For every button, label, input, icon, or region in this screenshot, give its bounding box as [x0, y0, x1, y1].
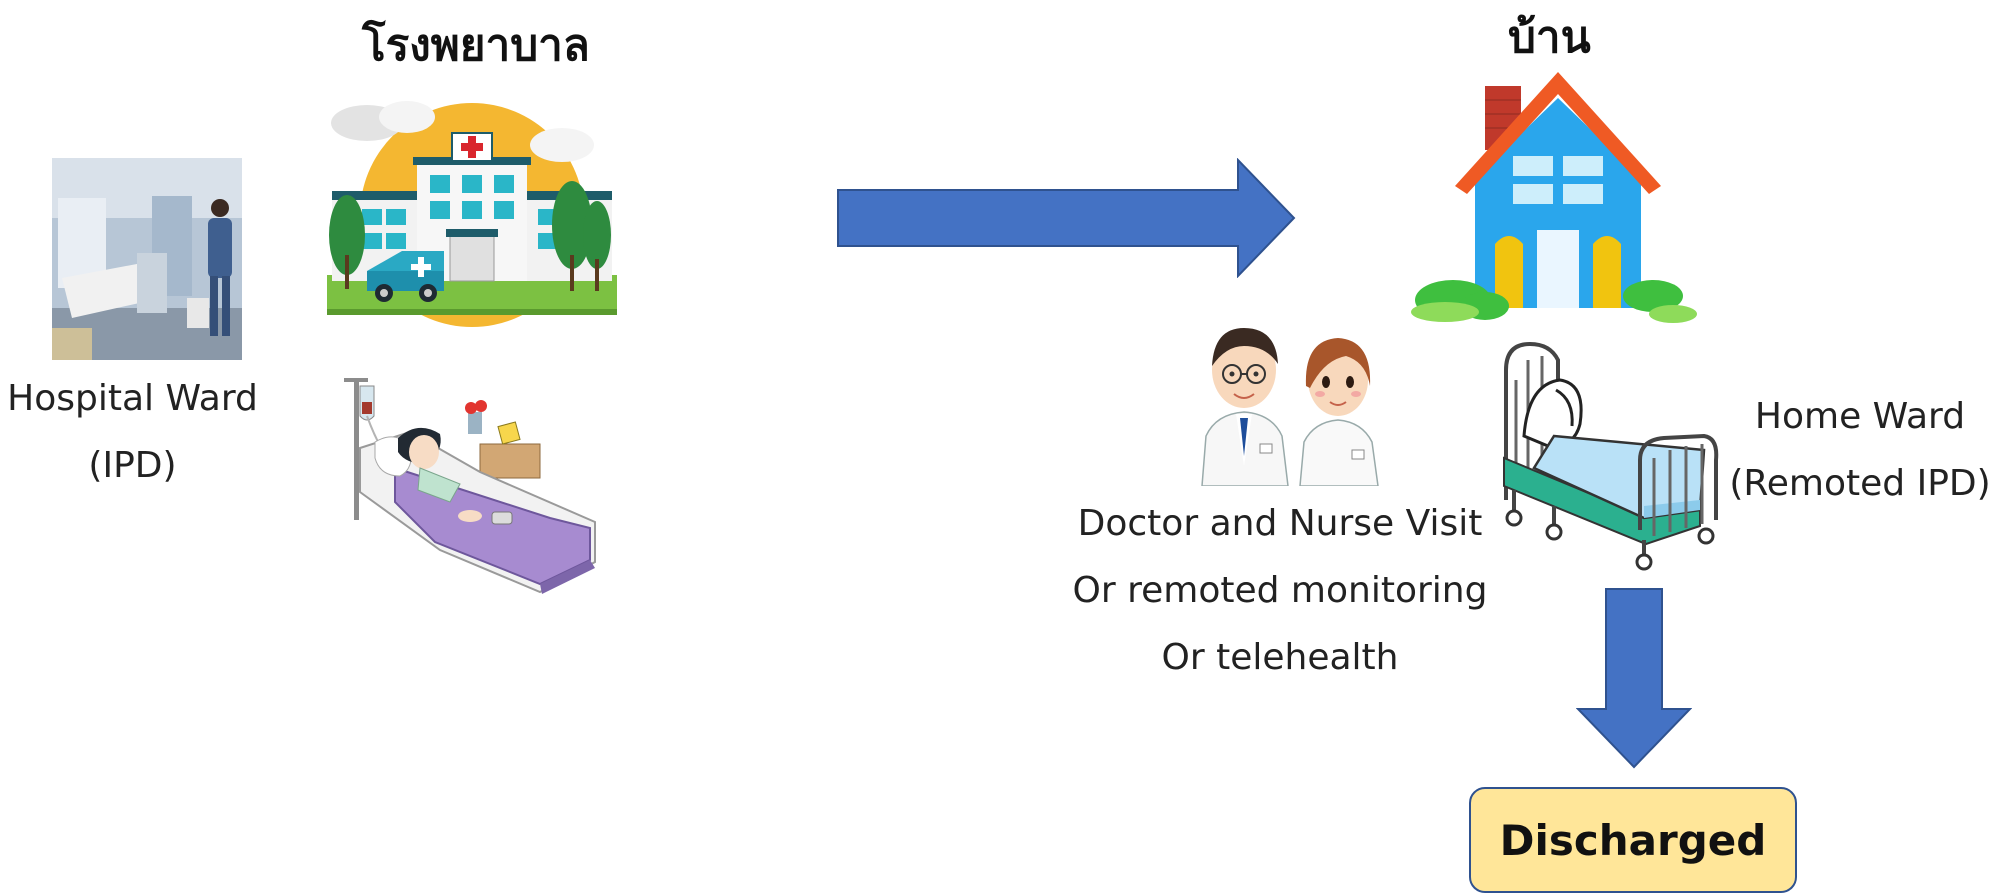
hospital-ward-label-line1: Hospital Ward: [7, 378, 258, 419]
home-title: บ้าน: [1508, 12, 1591, 63]
home-ward-label-line2: (Remoted IPD): [1729, 463, 1991, 504]
transfer-arrow: [837, 158, 1296, 278]
home-ward-label-line1: Home Ward: [1754, 396, 1966, 437]
hospital-building-icon: [327, 101, 617, 327]
discharge-arrow: [1576, 588, 1692, 769]
home-patient-bed-icon: [1503, 341, 1719, 571]
doctor-nurse-icon: [1201, 328, 1379, 486]
home-ward-label: Home Ward (Remoted IPD): [1728, 383, 1992, 517]
hospital-patient-bed-icon: [344, 378, 596, 594]
hospital-ward-photo: [52, 158, 242, 360]
care-options-label: Doctor and Nurse Visit Or remoted monito…: [1060, 490, 1500, 691]
care-line-visit: Doctor and Nurse Visit: [1077, 503, 1483, 544]
discharged-status-box: Discharged: [1469, 787, 1797, 893]
hospital-ward-label: Hospital Ward (IPD): [0, 365, 265, 499]
care-line-telehealth: Or telehealth: [1161, 637, 1399, 678]
hospital-ward-label-line2: (IPD): [88, 445, 177, 486]
discharged-label: Discharged: [1499, 815, 1767, 865]
house-icon: [1411, 72, 1697, 323]
hospital-title: โรงพยาบาล: [362, 20, 590, 71]
care-line-monitoring: Or remoted monitoring: [1072, 570, 1488, 611]
